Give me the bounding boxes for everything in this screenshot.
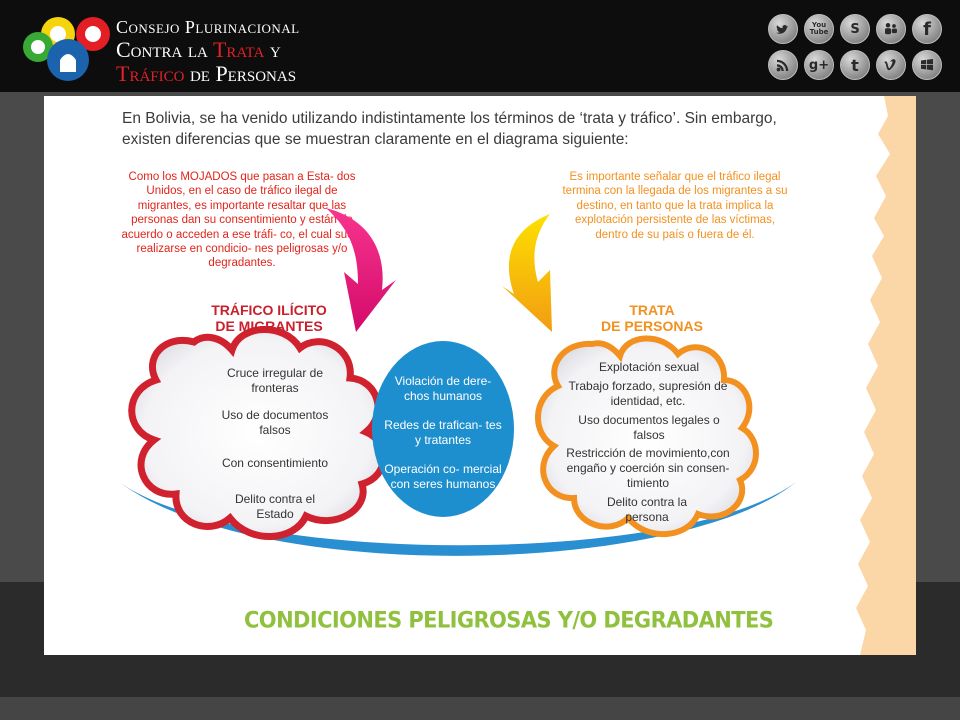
note-right: Es importante señalar que el tráfico ile… bbox=[562, 171, 788, 241]
twitter-icon[interactable] bbox=[768, 14, 798, 44]
right-item: Trabajo forzado, supresión de identidad,… bbox=[568, 379, 728, 408]
right-cloud bbox=[535, 335, 759, 537]
right-title: TRATA DE PERSONAS bbox=[601, 302, 703, 334]
pink-arrow bbox=[326, 208, 396, 332]
left-cloud bbox=[128, 326, 387, 540]
conditions-footer: CONDICIONES PELIGROSAS Y/O DEGRADANTES bbox=[244, 607, 774, 633]
right-item: Uso documentos legales o falsos bbox=[578, 413, 720, 442]
right-item: Delito contra la persona bbox=[606, 495, 688, 524]
middle-items: Violación de dere- chos humanos Redes de… bbox=[384, 374, 502, 506]
myspace-icon[interactable] bbox=[876, 14, 906, 44]
site-header: Consejo Plurinacional Contra la Trata y … bbox=[0, 0, 960, 92]
tumblr-icon[interactable]: t bbox=[840, 50, 870, 80]
logo-line-1: Consejo Plurinacional bbox=[116, 17, 300, 37]
middle-item: Operación co- mercial con seres humanos bbox=[384, 462, 502, 491]
logo-line-3: Tráfico de Personas bbox=[116, 61, 297, 86]
vimeo-icon[interactable] bbox=[876, 50, 906, 80]
note-left: Como los MOJADOS que pasan a Esta- dos U… bbox=[121, 171, 363, 270]
left-item: Uso de documentos falsos bbox=[221, 408, 329, 437]
left-item: Cruce irregular de fronteras bbox=[226, 366, 324, 395]
middle-item: Redes de trafican- tes y tratantes bbox=[384, 418, 502, 447]
windows-icon[interactable] bbox=[912, 50, 942, 80]
middle-item: Violación de dere- chos humanos bbox=[394, 374, 492, 403]
left-item: Con consentimiento bbox=[221, 456, 329, 470]
torn-paper-edge bbox=[856, 96, 916, 655]
facebook-icon[interactable]: f bbox=[912, 14, 942, 44]
right-item: Restricción de movimiento,con engaño y c… bbox=[566, 446, 730, 490]
social-links: You Tube S f g+ t bbox=[768, 14, 944, 82]
intro-text: En Bolivia, se ha venido utilizando indi… bbox=[122, 110, 777, 148]
base-arc bbox=[122, 482, 796, 556]
youtube-icon[interactable]: You Tube bbox=[804, 14, 834, 44]
google-plus-icon[interactable]: g+ bbox=[804, 50, 834, 80]
diagram-graphics bbox=[122, 208, 796, 556]
skype-icon[interactable]: S bbox=[840, 14, 870, 44]
yellow-arrow bbox=[502, 214, 552, 332]
rss-icon[interactable] bbox=[768, 50, 798, 80]
diagram-slide: En Bolivia, se ha venido utilizando indi… bbox=[44, 96, 916, 655]
logo-icon[interactable] bbox=[20, 12, 120, 84]
right-item: Explotación sexual bbox=[598, 360, 700, 374]
left-item: Delito contra el Estado bbox=[234, 492, 316, 521]
background-footer bbox=[0, 697, 960, 720]
middle-circle bbox=[372, 341, 514, 517]
site-title[interactable]: Consejo Plurinacional Contra la Trata y … bbox=[116, 18, 300, 85]
logo-line-2: Contra la Trata y bbox=[116, 37, 281, 62]
left-title: TRÁFICO ILÍCITO DE MIGRANTES bbox=[211, 302, 327, 334]
